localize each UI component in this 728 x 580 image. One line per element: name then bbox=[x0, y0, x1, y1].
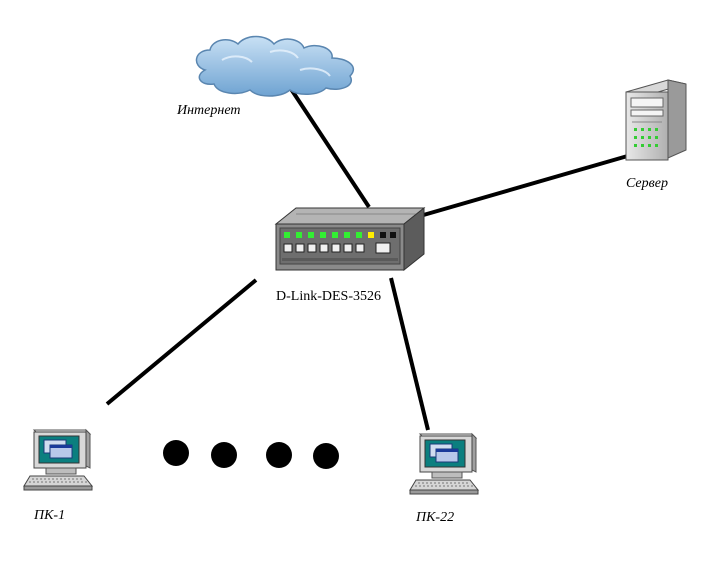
connections bbox=[105, 87, 632, 431]
server-tower-icon bbox=[625, 79, 687, 161]
network-switch-icon bbox=[274, 206, 426, 272]
link-switch-pc1 bbox=[105, 278, 258, 406]
ellipsis-dot bbox=[211, 442, 237, 468]
ellipsis-dot bbox=[266, 442, 292, 468]
link-switch-pc22 bbox=[389, 277, 430, 431]
ellipsis-dots bbox=[163, 440, 339, 469]
link-switch-server bbox=[419, 153, 632, 218]
ellipsis-dot bbox=[163, 440, 189, 466]
ellipsis-dot bbox=[313, 443, 339, 469]
internet-label: Интернет bbox=[177, 103, 241, 118]
pc22-label: ПК-22 bbox=[416, 510, 455, 525]
pc1-label: ПК-1 bbox=[34, 508, 66, 523]
link-internet-switch bbox=[289, 87, 371, 209]
switch-label: D-Link-DES-3526 bbox=[276, 289, 381, 304]
switch-ports bbox=[283, 242, 391, 254]
cloud-icon bbox=[195, 35, 355, 97]
server-label: Сервер bbox=[626, 176, 668, 191]
desktop-computer-icon bbox=[23, 428, 94, 491]
desktop-computer-icon bbox=[409, 432, 480, 495]
switch-leds bbox=[284, 232, 396, 238]
